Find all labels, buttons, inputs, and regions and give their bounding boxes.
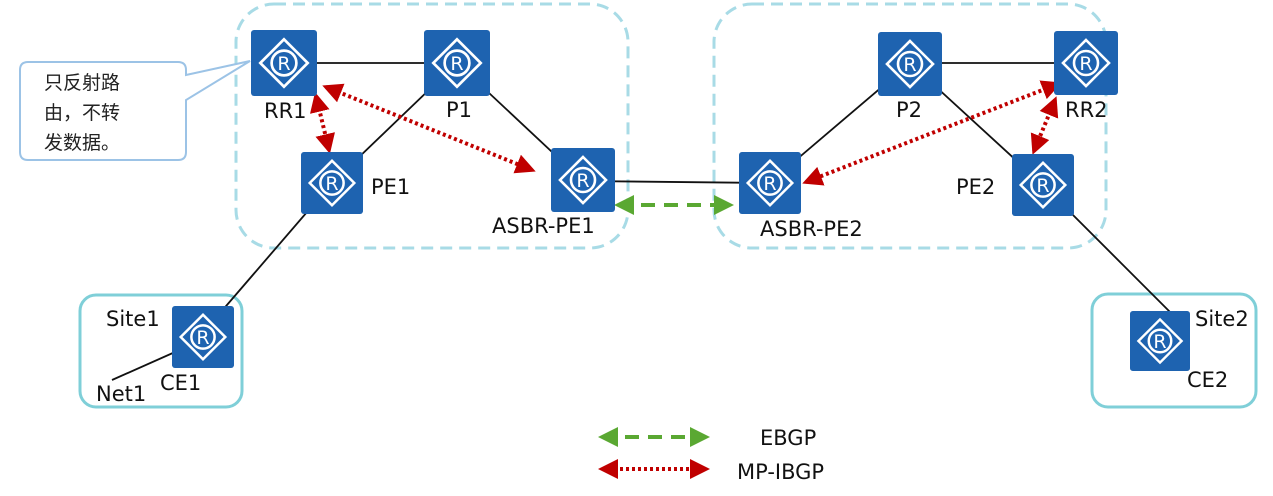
as-domain-right [712,2,1108,250]
device-label-pe2: PE2 [956,175,995,199]
router-glyph: R [576,170,589,192]
site-area-right [1090,292,1258,409]
as-domain-left [234,2,630,250]
device-label-asbr-pe1: ASBR-PE1 [492,214,595,238]
device-label-asbr-pe2: ASBR-PE2 [760,217,863,241]
device-label-rr1: RR1 [264,99,307,123]
session-rr1-pe1-mp-ibgp [310,92,335,154]
device-pe2: R PE2 [956,154,1075,216]
router-glyph: R [903,54,916,76]
device-label-pe1: PE1 [371,175,410,199]
device-label-ce1: CE1 [160,371,201,395]
callout-line-1: 只反射路 [44,72,120,94]
site-label-left: Site1 [106,307,160,331]
device-ce1: R CE1 [160,306,236,395]
router-glyph: R [325,173,338,195]
device-rr1: R RR1 [251,30,317,123]
router-glyph: R [196,327,209,349]
router-glyph: R [1079,53,1092,75]
device-label-p1: P1 [446,98,472,122]
device-label-p2: P2 [896,98,922,122]
device-asbr-pe1: R ASBR-PE1 [492,148,616,238]
device-rr2: R RR2 [1054,30,1118,122]
device-p1: R P1 [424,30,490,122]
legend-label-ebgp: EBGP [760,426,816,450]
callout-note: 只反射路 由，不转 发数据。 [19,60,251,161]
device-p2: R P2 [878,32,942,122]
site-area-left [78,293,244,409]
router-glyph: R [763,173,776,195]
router-glyph: R [277,53,290,75]
router-glyph: R [1036,175,1049,197]
device-label-rr2: RR2 [1065,98,1108,122]
net-label: Net1 [96,382,146,406]
site-label-right: Site2 [1195,307,1249,331]
callout-bubble [19,60,251,161]
callout-line-2: 由，不转 [44,102,120,124]
legend: EBGP MP-IBGP [598,426,824,484]
device-ce2: R CE2 [1128,311,1228,392]
device-label-ce2: CE2 [1187,368,1228,392]
device-asbr-pe2: R ASBR-PE2 [738,152,863,241]
router-glyph: R [1153,331,1166,353]
session-rr2-pe2-mp-ibgp [1030,96,1059,155]
legend-label-mp-ibgp: MP-IBGP [737,460,824,484]
router-glyph: R [450,53,463,75]
device-pe1: R PE1 [299,152,410,214]
callout-line-3: 发数据。 [44,132,120,154]
bgp-sessions [310,80,1062,215]
session-rr1-asbr-pe1-mp-ibgp [322,83,536,174]
